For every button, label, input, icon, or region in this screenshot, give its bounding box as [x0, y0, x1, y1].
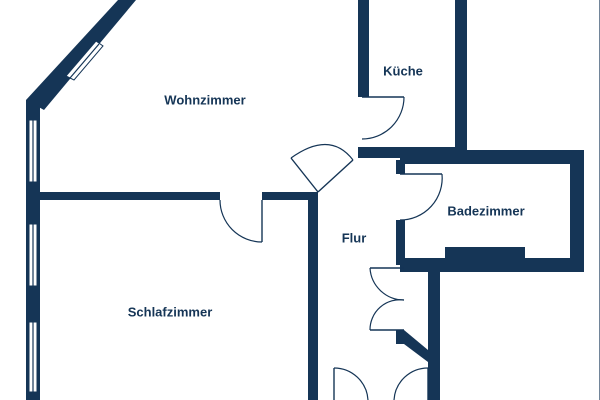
wall-living-bed-right	[262, 192, 318, 200]
room-label-flur: Flur	[341, 230, 367, 246]
door-bathroom	[399, 173, 443, 221]
door-entrance	[333, 367, 429, 400]
wall-diagonal	[26, 0, 136, 110]
bath-fixture	[445, 247, 525, 261]
room-label-schlafzimmer: Schlafzimmer	[127, 304, 213, 320]
wall-living-bed	[40, 192, 220, 200]
door-kitchen	[361, 96, 405, 140]
wall-kitchen-left	[358, 0, 369, 97]
wall-bath-right	[570, 150, 584, 272]
wall-hall-right	[428, 264, 440, 400]
wall-kitchen-right	[455, 0, 467, 162]
wall-hall-left	[308, 192, 318, 400]
room-label-kueche: Küche	[383, 63, 423, 79]
door-bedroom	[219, 199, 263, 243]
room-label-wohnzimmer: Wohnzimmer	[164, 92, 246, 108]
door-living	[290, 143, 354, 193]
door-closet	[369, 267, 405, 331]
room-label-badezimmer: Badezimmer	[447, 203, 525, 219]
wall-bath-left-upper	[396, 160, 405, 174]
wall-bath-top	[400, 150, 584, 164]
wall-bath-left-lower	[396, 220, 405, 265]
wall-bath-bottom	[400, 258, 584, 272]
wall-hall-notch	[396, 330, 428, 362]
